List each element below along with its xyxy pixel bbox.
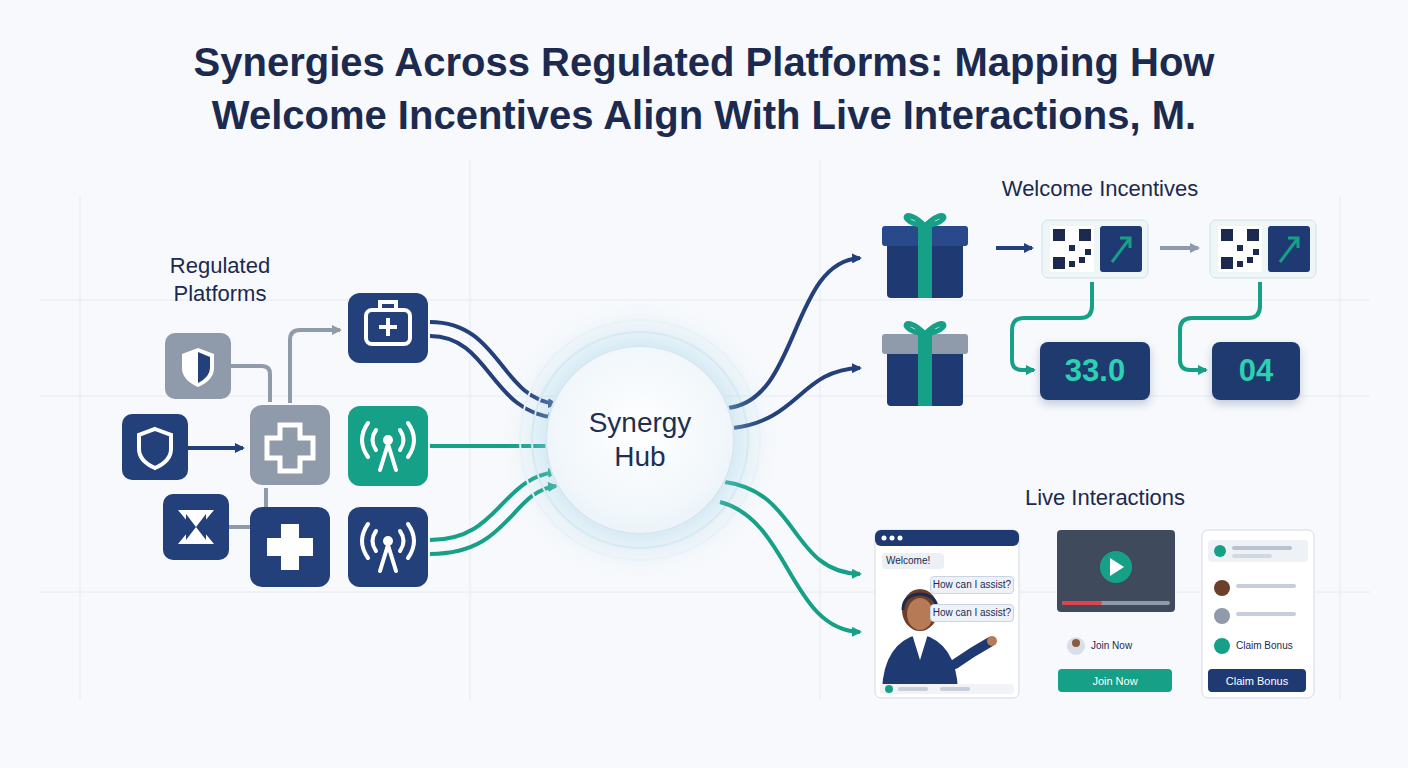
node-text: 04 — [1239, 353, 1273, 389]
platform-icons — [122, 293, 428, 587]
node-text: How can I assist? — [933, 579, 1011, 591]
node-text-group: How can I assist? — [933, 579, 1011, 591]
node-text-group: 33.0 — [1065, 353, 1125, 389]
node-text: Claim Bonus — [1226, 675, 1288, 687]
value-ticket: 04 — [1212, 342, 1300, 400]
diagram-title: Synergies Across Regulated Platforms: Ma… — [124, 36, 1284, 142]
hub-outflows — [720, 258, 860, 632]
node-text-group: How can I assist? — [933, 607, 1011, 619]
node-text-group: Welcome! — [886, 555, 930, 567]
group-heading: Live Interactions — [980, 484, 1230, 512]
node-text-group: Claim Bonus — [1226, 675, 1288, 687]
video-window — [1057, 530, 1175, 655]
chat-window — [875, 530, 1019, 698]
node-text: 33.0 — [1065, 353, 1125, 389]
gift-boxes — [882, 216, 968, 406]
row-label: Claim Bonus — [1236, 640, 1312, 652]
chat-bubble: How can I assist? — [930, 576, 1014, 594]
chat-bubble: Welcome! — [882, 553, 944, 569]
group-heading: Welcome Incentives — [955, 175, 1245, 203]
node-text-group: 04 — [1239, 353, 1273, 389]
hub-inflows — [430, 322, 556, 554]
action-button: Claim Bonus — [1208, 669, 1306, 692]
node-text: Join Now — [1092, 675, 1137, 687]
node-text: Welcome! — [886, 555, 930, 567]
node-text: Synergy Hub — [575, 406, 705, 474]
node-text: How can I assist? — [933, 607, 1011, 619]
hub-rings — [520, 320, 760, 560]
value-ticket: 33.0 — [1040, 342, 1150, 400]
grid-lines — [40, 160, 1370, 700]
action-button: Join Now — [1058, 669, 1172, 692]
chat-bubble: How can I assist? — [930, 604, 1014, 622]
group-heading: Regulated Platforms — [130, 252, 310, 308]
row-label: Join Now — [1091, 640, 1167, 652]
hub-circle: Synergy Hub — [545, 345, 735, 535]
offer-panel — [1202, 530, 1314, 698]
node-text-group: Join Now — [1092, 675, 1137, 687]
node-text-group: Synergy Hub — [575, 406, 705, 474]
